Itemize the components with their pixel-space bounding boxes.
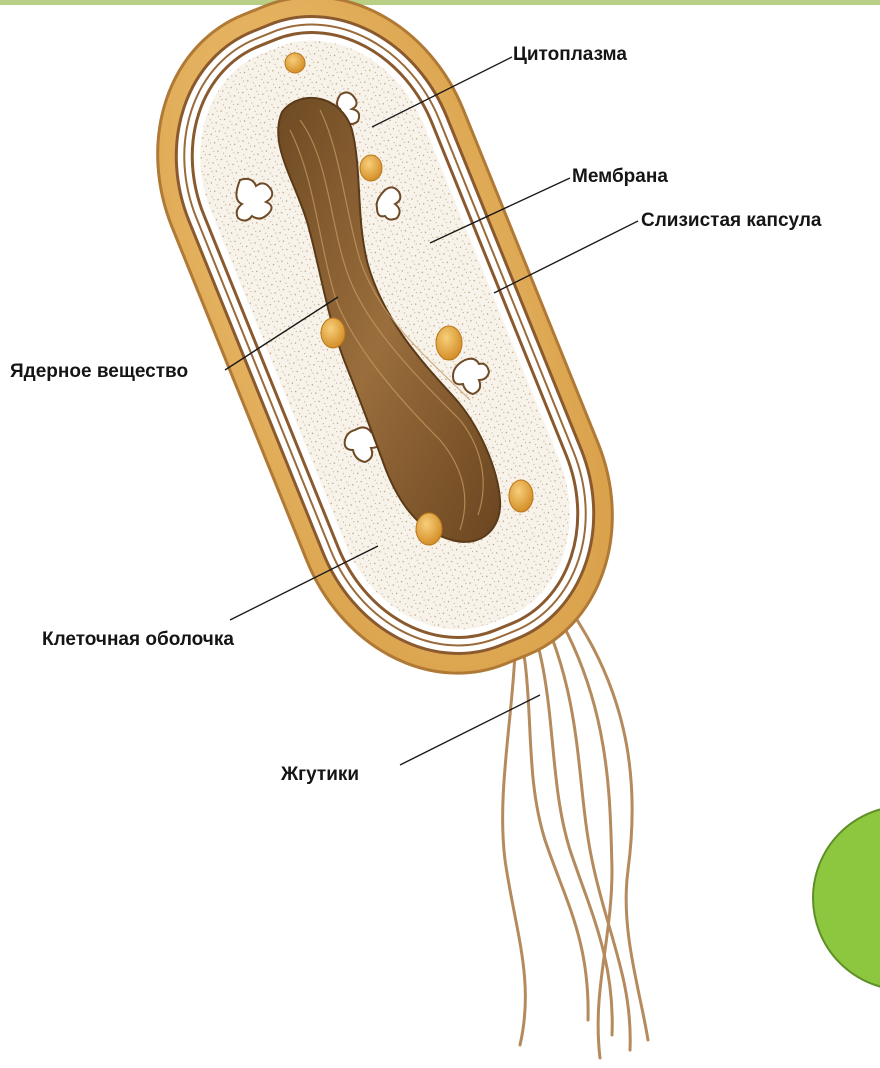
accent-circle: [813, 806, 880, 990]
label-cytoplasm: Цитоплазма: [513, 44, 627, 65]
label-flagella: Жгутики: [280, 764, 359, 785]
label-cell-wall: Клеточная оболочка: [42, 629, 234, 650]
label-membrane: Мембрана: [572, 166, 668, 187]
label-slime-capsule: Слизистая капсула: [641, 210, 822, 231]
label-nuclear-substance: Ядерное вещество: [10, 361, 188, 382]
